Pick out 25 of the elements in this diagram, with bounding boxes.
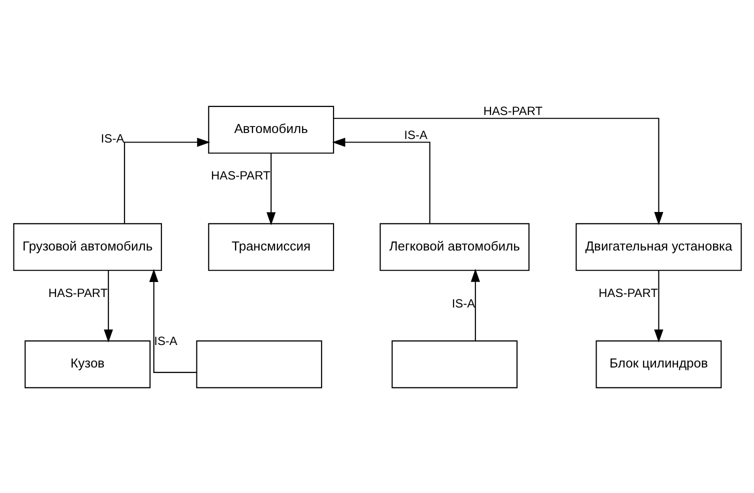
arrow bbox=[123, 138, 210, 224]
node-box: Трансмиссия bbox=[208, 223, 334, 271]
edge-label: IS-A bbox=[404, 128, 427, 142]
arrow bbox=[470, 268, 480, 341]
arrow bbox=[332, 138, 430, 224]
edge-label: HAS-PART bbox=[482, 104, 542, 118]
node-box: Блок цилиндров bbox=[595, 340, 722, 388]
node-box: Легковой автомобиль bbox=[379, 223, 530, 271]
node-box: Двигательная установка bbox=[575, 223, 742, 271]
edge-label: HAS-PART bbox=[598, 286, 658, 300]
arrow bbox=[333, 118, 663, 226]
node-box: Кузов bbox=[24, 340, 150, 388]
arrow bbox=[148, 268, 196, 373]
arrow bbox=[103, 270, 112, 343]
node-box bbox=[196, 340, 322, 388]
node-box: Автомобиль bbox=[208, 106, 334, 154]
edge-label: HAS-PART bbox=[48, 286, 108, 300]
edge-label: IS-A bbox=[154, 334, 177, 348]
edge-label: HAS-PART bbox=[210, 168, 270, 183]
edge-label: IS-A bbox=[451, 296, 475, 311]
edge-label: IS-A bbox=[100, 132, 124, 146]
node-box bbox=[391, 340, 518, 388]
arrow bbox=[654, 270, 663, 343]
arrow bbox=[266, 153, 276, 226]
node-box: Грузовой автомобиль bbox=[12, 223, 162, 271]
